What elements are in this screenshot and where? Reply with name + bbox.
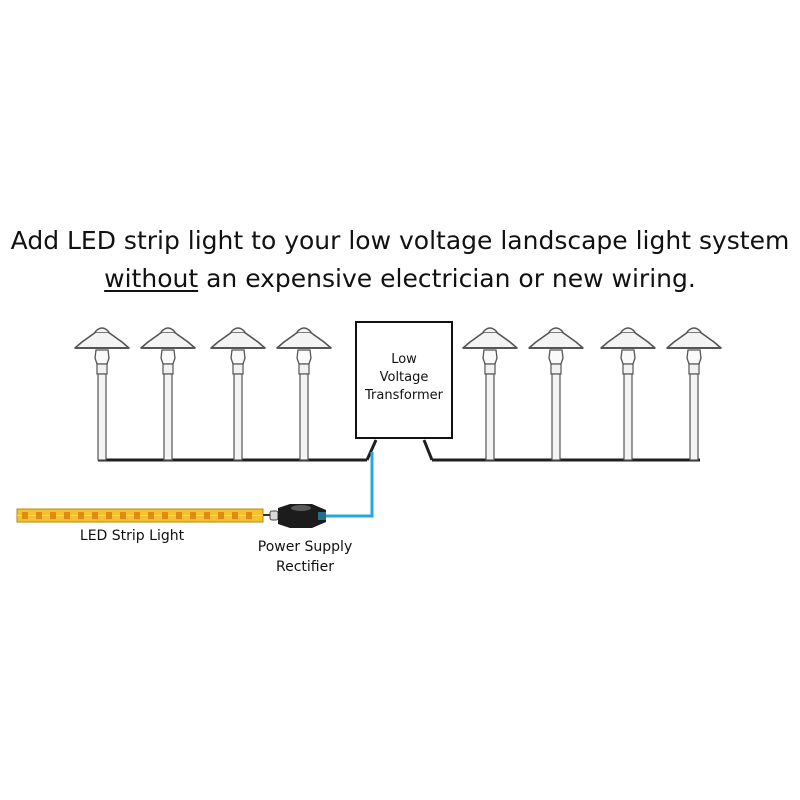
transformer-lead-right — [422, 439, 434, 461]
path-light-icon — [528, 327, 584, 461]
transformer-lead-left — [365, 439, 378, 461]
led-strip-light — [16, 508, 264, 523]
path-light-icon — [140, 327, 196, 461]
transformer-label-2: Voltage — [379, 370, 429, 385]
transformer-label-1: Low — [391, 352, 417, 367]
headline: Add LED strip light to your low voltage … — [0, 222, 800, 298]
path-light-icon — [666, 327, 722, 461]
headline-line-1: Add LED strip light to your low voltage … — [10, 226, 790, 255]
rectifier-label: Power Supply Rectifier — [240, 537, 370, 577]
headline-emphasis: without — [104, 264, 199, 293]
led-strip-label: LED Strip Light — [79, 528, 185, 544]
path-light-icon — [462, 327, 518, 461]
path-light-icon — [210, 327, 266, 461]
led-feed-wire — [324, 452, 374, 518]
rectifier-label-2: Rectifier — [276, 559, 334, 575]
headline-line-2: without an expensive electrician or new … — [0, 260, 800, 298]
headline-line-2-rest: an expensive electrician or new wiring. — [198, 264, 696, 293]
transformer-box: Low Voltage Transformer — [355, 321, 453, 439]
path-light-icon — [74, 327, 130, 461]
transformer-label-3: Transformer — [364, 388, 443, 403]
rectifier-label-1: Power Supply — [257, 539, 353, 555]
path-light-icon — [276, 327, 332, 461]
path-light-icon — [600, 327, 656, 461]
rectifier-icon — [263, 504, 326, 528]
